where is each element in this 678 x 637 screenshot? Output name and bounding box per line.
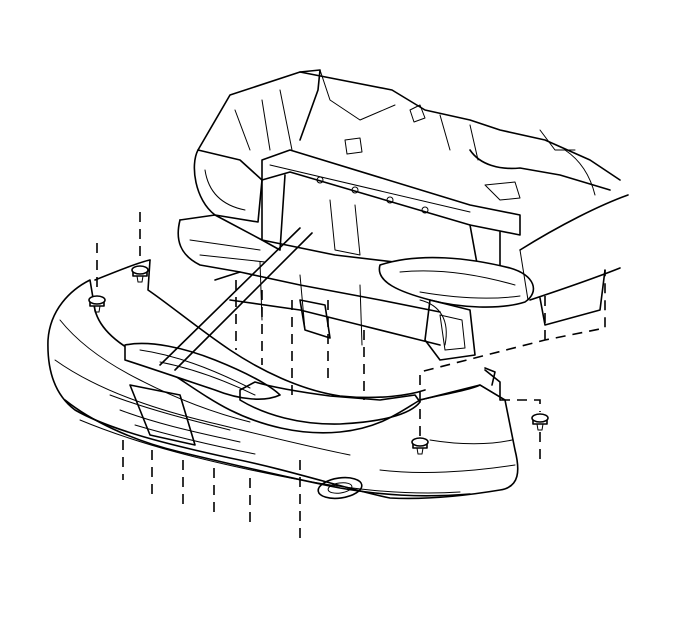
push-pin-retainer-2 — [131, 265, 149, 283]
push-pin-retainer-4 — [531, 413, 549, 431]
radiator-support — [299, 299, 476, 361]
front-bumper-fascia — [47, 259, 519, 500]
right-headlamp-housing — [378, 256, 535, 308]
push-pin-retainer-1 — [88, 295, 106, 313]
vehicle-front-frame — [177, 69, 621, 346]
push-pin-retainer-3 — [411, 437, 429, 455]
fog-lamp-opening — [317, 476, 363, 500]
fascia-grille-opening — [159, 227, 313, 371]
right-fender — [519, 194, 629, 326]
installation-guide-lines — [96, 212, 606, 545]
